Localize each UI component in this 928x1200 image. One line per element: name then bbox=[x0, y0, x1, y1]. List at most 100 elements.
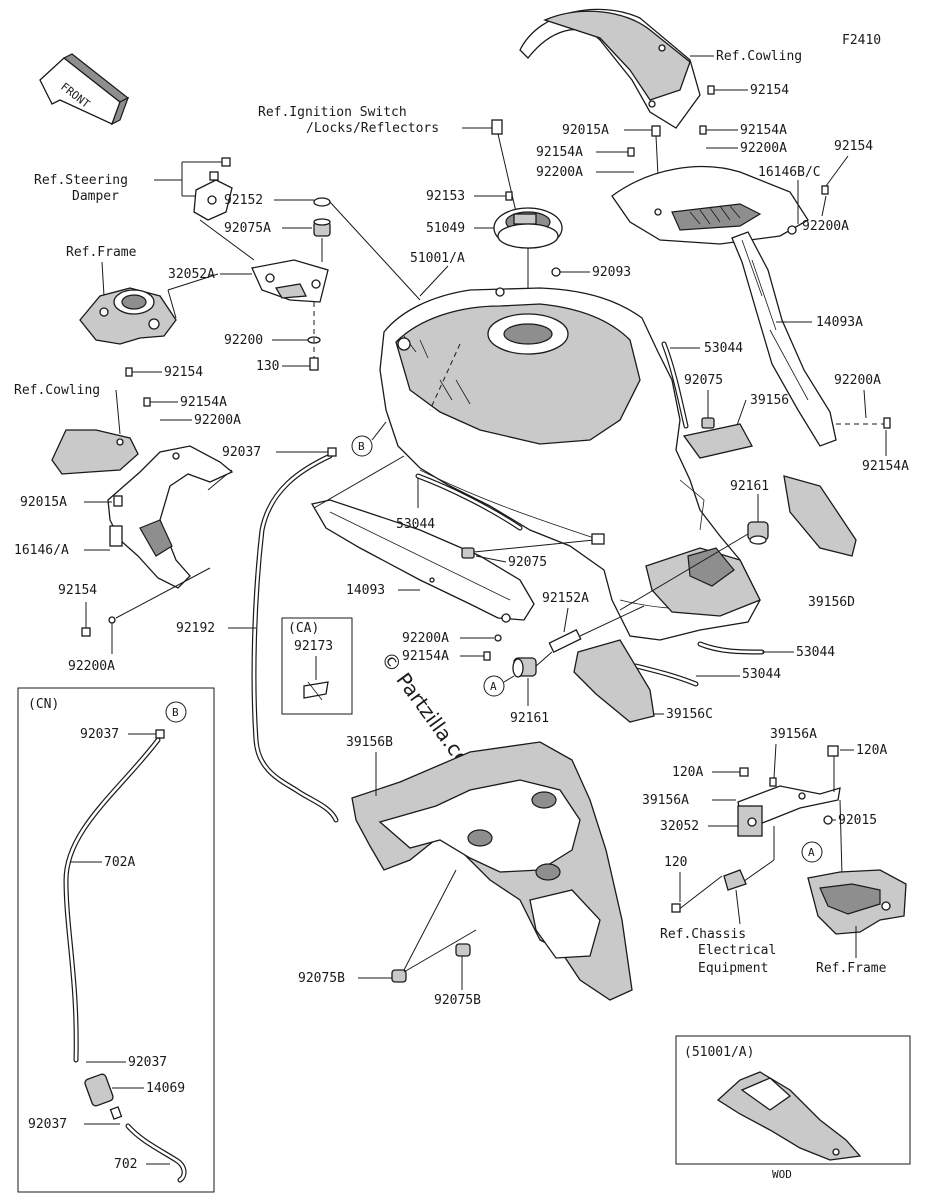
fuel-tank-51001A bbox=[379, 287, 761, 641]
part-39156D: 39156D bbox=[808, 595, 855, 610]
part-51001A: 51001/A bbox=[410, 251, 465, 266]
inset-cn-box bbox=[17, 687, 215, 1193]
part-92154-left: 92154 bbox=[164, 365, 203, 380]
strip-53044-b bbox=[415, 473, 523, 531]
heat-shield-39156B bbox=[351, 741, 633, 1001]
inset-ca-box bbox=[281, 617, 353, 715]
part-32052: 32052 bbox=[660, 819, 699, 834]
part-14093: 14093 bbox=[346, 583, 385, 598]
part-92015A-left: 92015A bbox=[20, 495, 67, 510]
part-92192: 92192 bbox=[176, 621, 215, 636]
part-51049: 51049 bbox=[426, 221, 465, 236]
pad-39156C bbox=[573, 639, 655, 723]
part-92154A-center: 92154A bbox=[402, 649, 449, 664]
ref-chassis-3: Equipment bbox=[698, 961, 768, 976]
cn-part-702: 702 bbox=[114, 1157, 137, 1172]
hose-702A bbox=[63, 737, 161, 1063]
part-92154A-top2: 92154A bbox=[536, 145, 583, 160]
part-92200: 92200 bbox=[224, 333, 263, 348]
part-92154A-right: 92154A bbox=[862, 459, 909, 474]
cowling-left-panel bbox=[51, 429, 139, 475]
part-14093A: 14093A bbox=[816, 315, 863, 330]
side-rail-14093a bbox=[731, 231, 837, 447]
ref-chassis-2: Electrical bbox=[698, 943, 776, 958]
part-92075B-b: 92075B bbox=[434, 993, 481, 1008]
ref-frame-right: Ref.Frame bbox=[816, 961, 887, 976]
grommet-92075B-a bbox=[391, 969, 407, 983]
part-92154A-left: 92154A bbox=[180, 395, 227, 410]
inner-cover-16146bc bbox=[611, 166, 809, 245]
part-120A-a: 120A bbox=[856, 743, 887, 758]
part-92200A-top2: 92200A bbox=[536, 165, 583, 180]
strip-53044-c bbox=[697, 641, 765, 655]
ref-cowling-left: Ref.Cowling bbox=[14, 383, 100, 398]
filter-14069 bbox=[84, 1073, 123, 1120]
ref-frame-left: Ref.Frame bbox=[66, 245, 137, 260]
clip-92173 bbox=[303, 681, 329, 701]
part-92161-b: 92161 bbox=[510, 711, 549, 726]
part-53044-b: 53044 bbox=[396, 517, 435, 532]
diagram-code: F2410 bbox=[842, 33, 881, 48]
ref-steering-2: Damper bbox=[72, 189, 119, 204]
ref-cowling-top: Ref.Cowling bbox=[716, 49, 802, 64]
tank-variant-51001A bbox=[716, 1071, 862, 1161]
part-39156A-b: 39156A bbox=[642, 793, 689, 808]
callout-b-cn bbox=[165, 701, 187, 723]
part-92154-left2: 92154 bbox=[58, 583, 97, 598]
grommet-92075B-b bbox=[455, 943, 471, 957]
inset-51001A-caption: WOD bbox=[772, 1168, 792, 1181]
part-92154-right: 92154 bbox=[834, 139, 873, 154]
inset-51001A-box bbox=[675, 1035, 911, 1165]
part-39156C: 39156C bbox=[666, 707, 713, 722]
part-16146BC: 16146B/C bbox=[758, 165, 821, 180]
ref-ignition-2: /Locks/Reflectors bbox=[306, 121, 439, 136]
part-92200A-left: 92200A bbox=[194, 413, 241, 428]
grommet-92161-a bbox=[747, 521, 769, 545]
part-92075-a: 92075 bbox=[684, 373, 723, 388]
inset-51001A-title: (51001/A) bbox=[684, 1045, 754, 1060]
callout-a-right bbox=[801, 841, 823, 863]
part-92161-a: 92161 bbox=[730, 479, 769, 494]
frame-right-section bbox=[807, 869, 907, 935]
part-39156B: 39156B bbox=[346, 735, 393, 750]
callout-b-tank-label: B bbox=[358, 440, 365, 453]
part-53044-d: 53044 bbox=[742, 667, 781, 682]
cn-part-92037-low: 92037 bbox=[28, 1117, 67, 1132]
inset-ca-title: (CA) bbox=[288, 621, 319, 636]
front-arrow-icon bbox=[39, 53, 130, 126]
part-120A-b: 120A bbox=[672, 765, 703, 780]
pad-39156D bbox=[783, 475, 857, 557]
part-39156: 39156 bbox=[750, 393, 789, 408]
steering-damper-bracket bbox=[193, 157, 233, 221]
ref-ignition-1: Ref.Ignition Switch bbox=[258, 105, 407, 120]
callout-b-tank bbox=[351, 435, 373, 457]
grommet-92075A bbox=[313, 218, 331, 237]
ref-chassis-1: Ref.Chassis bbox=[660, 927, 746, 942]
part-92075A: 92075A bbox=[224, 221, 271, 236]
part-92037: 92037 bbox=[222, 445, 261, 460]
part-92075B-a: 92075B bbox=[298, 971, 345, 986]
upper-cowling bbox=[519, 8, 701, 129]
inset-cn-title: (CN) bbox=[28, 697, 59, 712]
part-130: 130 bbox=[256, 359, 279, 374]
part-92152A: 92152A bbox=[542, 591, 589, 606]
ref-steering-1: Ref.Steering bbox=[34, 173, 128, 188]
callout-b-cn-label: B bbox=[172, 706, 179, 719]
part-120: 120 bbox=[664, 855, 687, 870]
callout-a-right-label: A bbox=[808, 846, 815, 859]
cn-part-702A: 702A bbox=[104, 855, 135, 870]
side-rail-14093 bbox=[310, 499, 535, 623]
part-32052A: 32052A bbox=[168, 267, 215, 282]
cn-part-92037-top: 92037 bbox=[80, 727, 119, 742]
part-53044-c: 53044 bbox=[796, 645, 835, 660]
part-92200A-right: 92200A bbox=[802, 219, 849, 234]
part-92153: 92153 bbox=[426, 189, 465, 204]
side-cover-16146A bbox=[107, 445, 234, 589]
inset-ca-part: 92173 bbox=[294, 639, 333, 654]
bolt-120 bbox=[671, 869, 747, 913]
part-92200A-center: 92200A bbox=[402, 631, 449, 646]
frame-left-section bbox=[79, 287, 177, 345]
cn-part-92037-mid: 92037 bbox=[128, 1055, 167, 1070]
cn-part-14069: 14069 bbox=[146, 1081, 185, 1096]
part-92200A-left2: 92200A bbox=[68, 659, 115, 674]
